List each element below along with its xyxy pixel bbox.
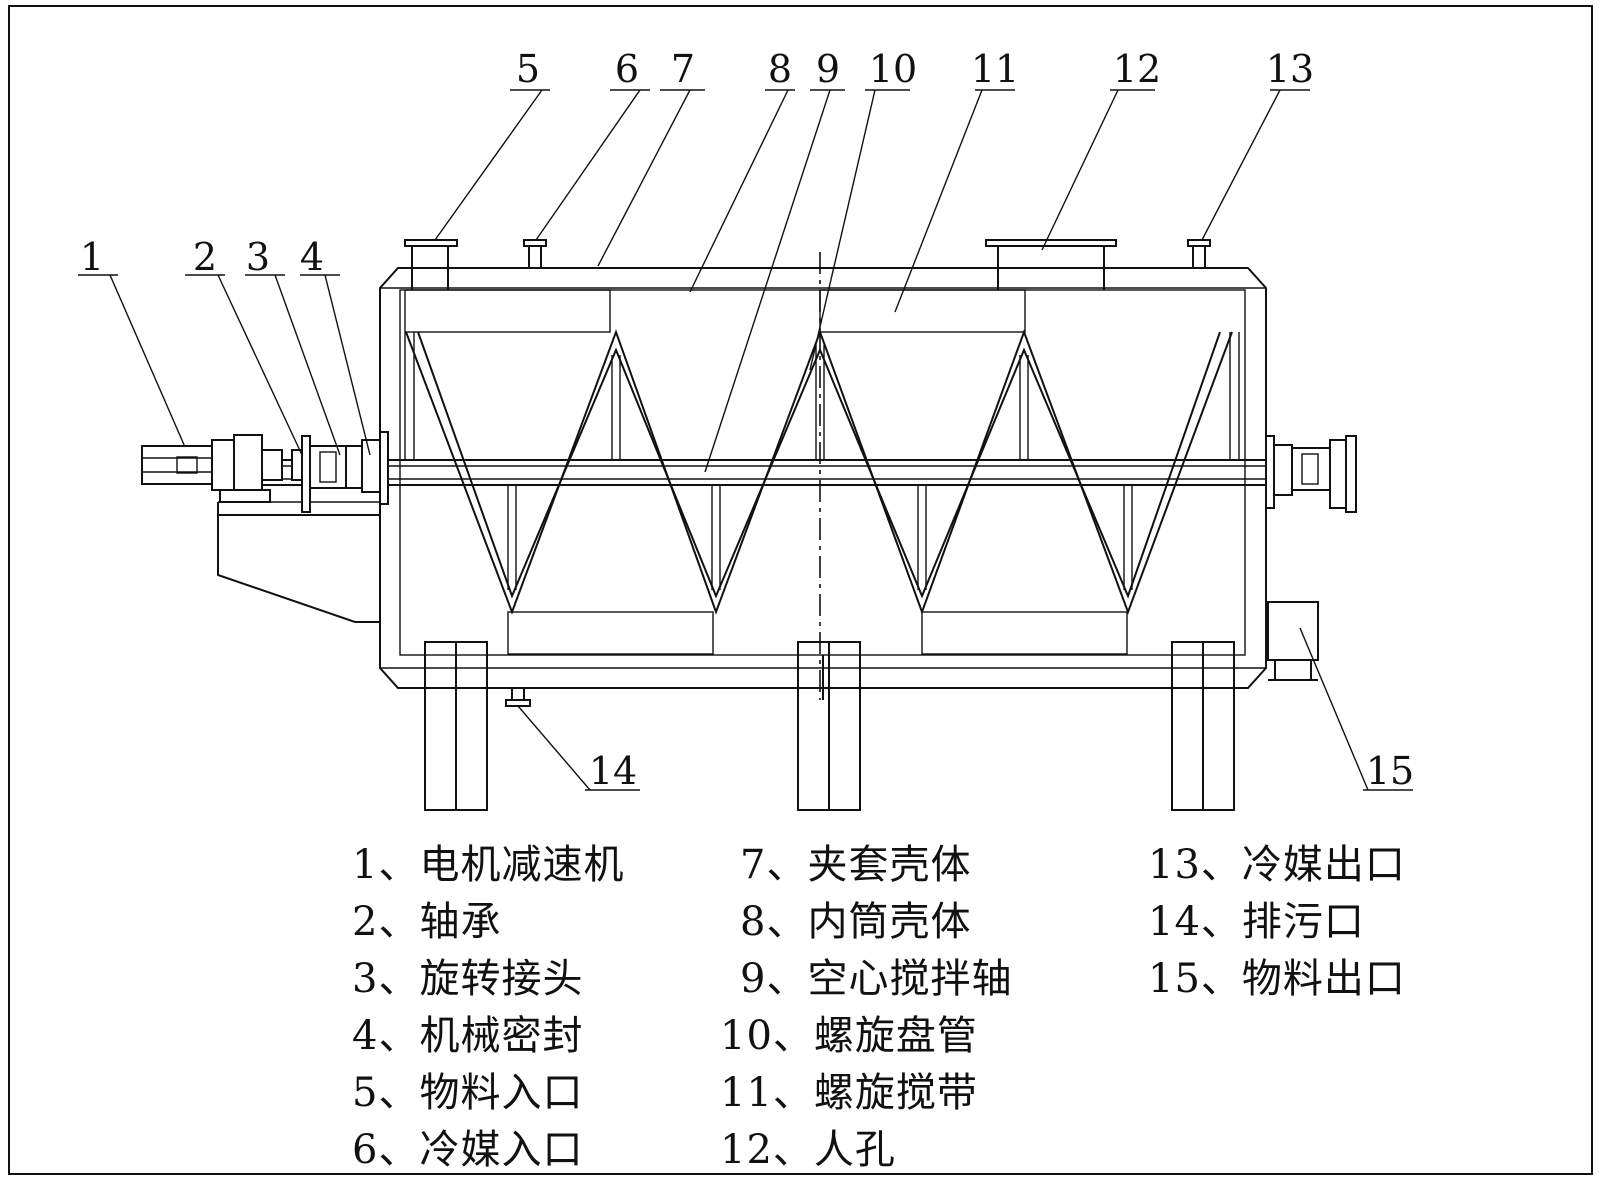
drawing-frame (8, 5, 1593, 1175)
coolant-outlet-nozzle (1187, 239, 1211, 268)
coolant-inlet-nozzle (523, 239, 547, 268)
spiral-coil (404, 329, 1240, 615)
callout-6: 6 (615, 47, 639, 91)
callout-3: 3 (246, 235, 270, 279)
manhole-nozzle (985, 239, 1117, 290)
leader-lines (78, 89, 1413, 791)
callout-10: 10 (869, 47, 917, 91)
inner-shell (399, 289, 1246, 656)
callout-8: 8 (768, 47, 792, 91)
callout-2: 2 (193, 235, 217, 279)
callout-4: 4 (300, 235, 324, 279)
support-arms (507, 345, 1133, 590)
callout-14: 14 (589, 749, 637, 793)
hollow-shaft (258, 459, 1345, 486)
material-inlet-nozzle (404, 239, 458, 290)
callout-5: 5 (516, 47, 540, 91)
motor-bracket (217, 501, 380, 623)
jacket-shell (379, 267, 1267, 689)
callout-1: 1 (80, 235, 104, 279)
material-outlet (1267, 601, 1319, 681)
drain-nozzle (505, 688, 531, 707)
callout-9: 9 (816, 47, 840, 91)
callout-numbers: 1 2 3 4 5 6 7 8 9 10 11 12 13 14 15 (80, 47, 1414, 793)
callout-11: 11 (971, 47, 1019, 91)
callout-7: 7 (671, 47, 695, 91)
callout-15: 15 (1366, 749, 1414, 793)
right-bearing-assembly (1265, 435, 1357, 513)
motor-reducer (141, 434, 283, 503)
left-bearing-seal-assembly (291, 431, 389, 513)
callout-12: 12 (1113, 47, 1161, 91)
support-legs (424, 641, 1235, 811)
callout-13: 13 (1266, 47, 1314, 91)
